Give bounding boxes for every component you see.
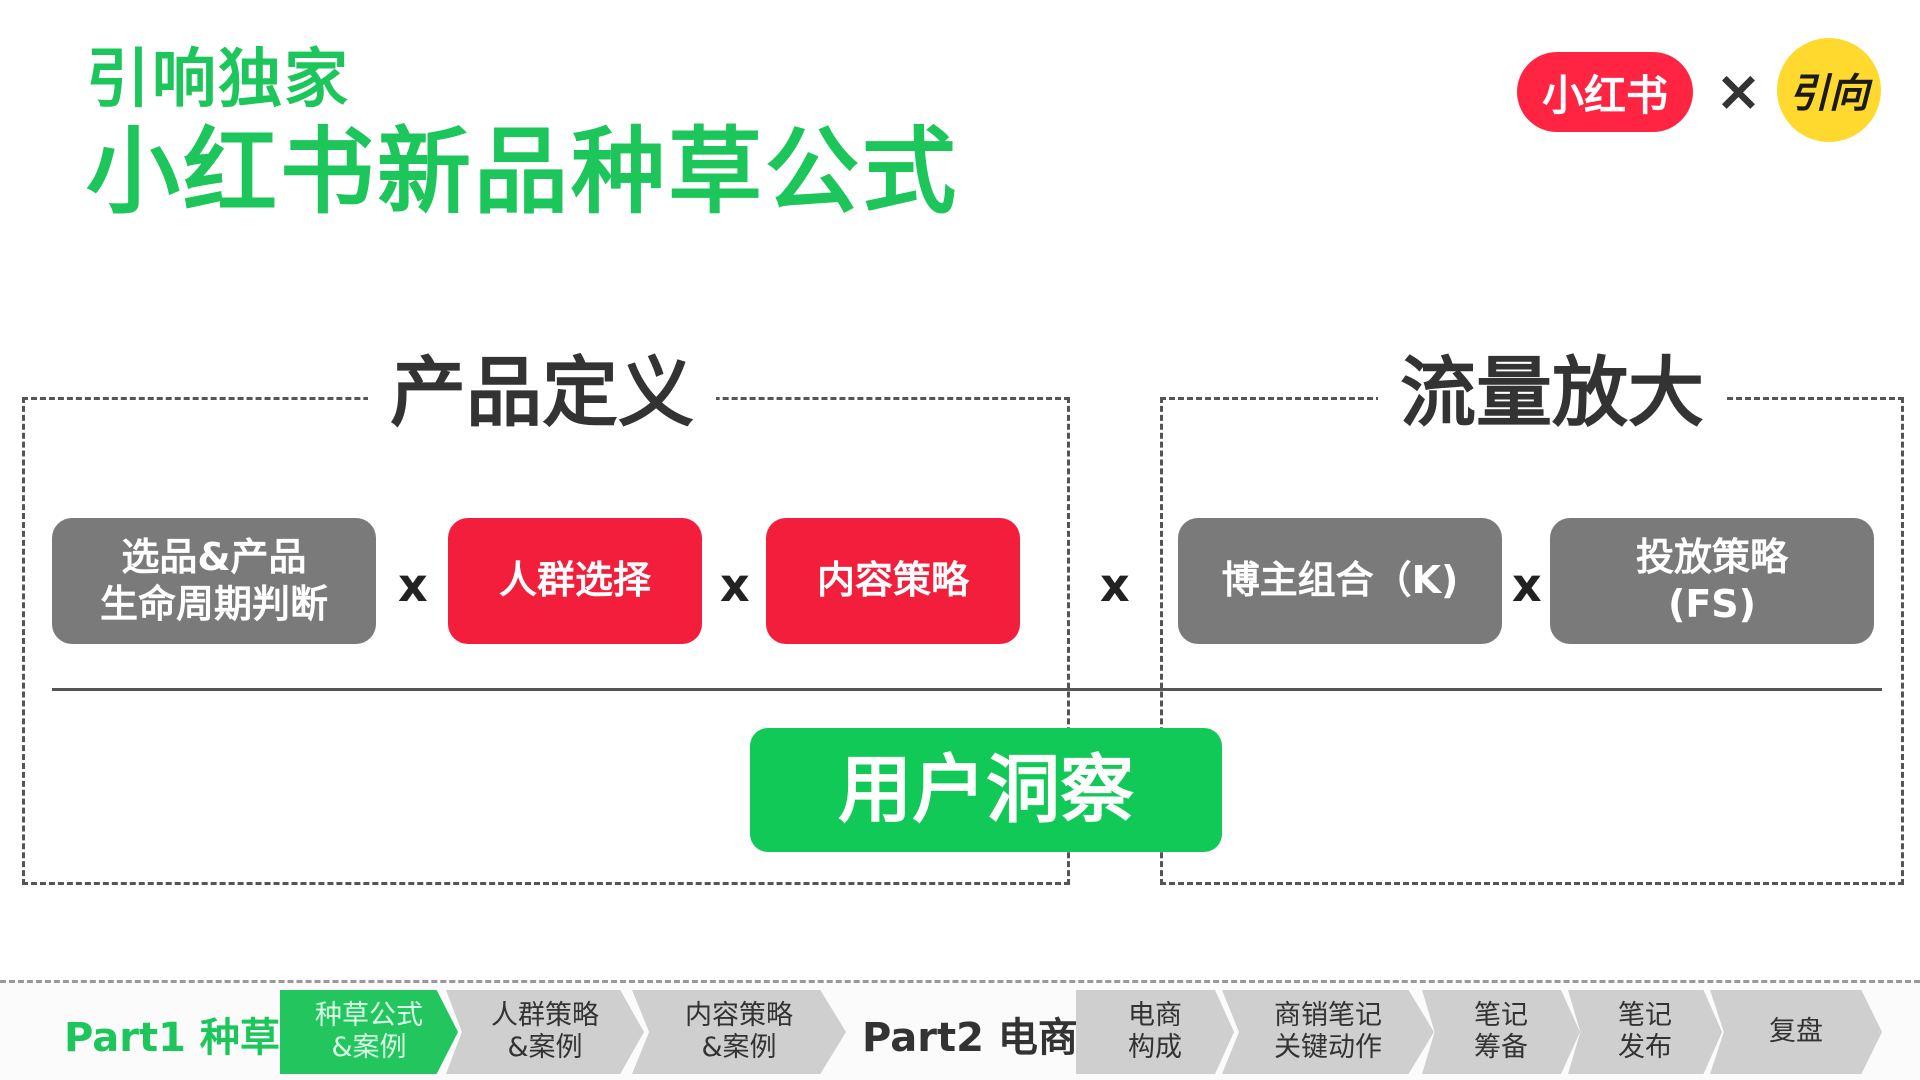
multiply-sign: x xyxy=(1512,558,1542,612)
nav-item-ecommerce-structure[interactable]: 电商 构成 xyxy=(1076,990,1234,1074)
nav-item-formula-cases[interactable]: 种草公式 &案例 xyxy=(280,990,458,1074)
multiply-sign: x xyxy=(398,558,428,612)
nav-item-note-preparation[interactable]: 笔记 筹备 xyxy=(1422,990,1580,1074)
nav-item-audience-cases[interactable]: 人群策略 &案例 xyxy=(446,990,644,1074)
factor-content-strategy: 内容策略 xyxy=(766,518,1020,644)
yinxiang-logo: 引向 xyxy=(1777,38,1881,142)
factor-blogger-combination: 博主组合（K) xyxy=(1178,518,1502,644)
nav-item-review[interactable]: 复盘 xyxy=(1710,990,1882,1074)
user-insight-block: 用户洞察 xyxy=(750,728,1222,852)
multiply-sign: x xyxy=(720,558,750,612)
nav-item-content-cases[interactable]: 内容策略 &案例 xyxy=(632,990,846,1074)
factor-audience-selection: 人群选择 xyxy=(448,518,702,644)
subtitle: 引响独家 xyxy=(86,43,350,117)
yinxiang-logo-text: 引向 xyxy=(1789,71,1869,117)
multiply-sign: x xyxy=(1100,558,1130,612)
xiaohongshu-logo-text: 小红书 xyxy=(1541,70,1668,120)
xiaohongshu-logo: 小红书 xyxy=(1517,52,1693,132)
factor-ad-strategy: 投放策略 (FS) xyxy=(1550,518,1874,644)
traffic-amplification-title: 流量放大 xyxy=(1378,355,1726,431)
times-sign: × xyxy=(1715,59,1762,124)
part2-label: Part2 电商 xyxy=(862,1015,1078,1061)
product-definition-title: 产品定义 xyxy=(368,355,716,431)
page-title: 小红书新品种草公式 xyxy=(86,118,960,227)
part1-label: Part1 种草 xyxy=(64,1015,280,1061)
divider-line xyxy=(52,688,1882,691)
factor-product-lifecycle: 选品&产品 生命周期判断 xyxy=(52,518,376,644)
nav-item-note-publish[interactable]: 笔记 发布 xyxy=(1568,990,1722,1074)
nav-item-sales-note-actions[interactable]: 商销笔记 关键动作 xyxy=(1222,990,1434,1074)
